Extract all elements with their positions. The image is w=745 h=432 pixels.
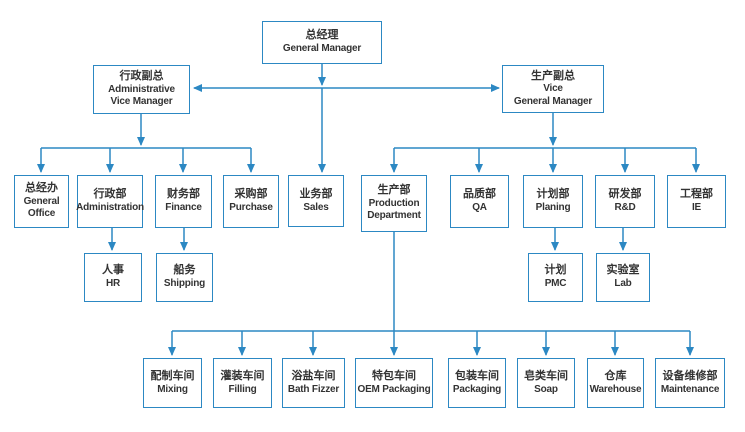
node-label-zh: 财务部 [167,188,200,201]
node-label-zh: 研发部 [608,188,642,201]
node-label-en: R&D [614,202,636,214]
node-label-en: Production Department [367,197,421,222]
node-label-zh: 生产部 [377,184,411,197]
node-label-en: QA [472,202,487,214]
node-label-zh: 业务部 [299,187,333,200]
node-vice-general-manager: 生产副总 Vice General Manager [502,65,604,113]
node-warehouse: 仓库 Warehouse [587,358,644,408]
node-label-en: OEM Packaging [357,383,431,395]
node-general-office: 总经办 General Office [14,175,69,228]
node-label-en: General Manager [282,43,362,55]
node-label-zh: 浴盐车间 [291,369,336,382]
node-label-zh: 灌装车间 [220,369,265,382]
node-lab: 实验室 Lab [596,253,650,302]
node-qa: 品质部 QA [450,175,509,228]
node-label-zh: 生产副总 [531,69,575,82]
node-label-en: HR [105,278,121,290]
node-label-en: PMC [544,278,567,290]
node-filling: 灌装车间 Filling [213,358,272,408]
node-label-zh: 工程部 [680,188,713,201]
node-mixing: 配制车间 Mixing [143,358,202,408]
node-label-zh: 行政副总 [119,70,164,83]
node-label-en: Finance [165,202,202,214]
node-label-en: Sales [303,201,329,213]
node-administration: 行政部 Administration [76,175,144,228]
node-label-en: IE [691,202,702,214]
node-label-zh: 船务 [173,264,196,277]
node-label-en: Soap [534,383,558,395]
node-label-zh: 品质部 [463,188,496,201]
node-hr: 人事 HR [84,253,142,302]
node-label-zh: 计划 [544,264,567,277]
node-label-en: Purchase [229,202,273,214]
node-label-en: Maintenance [660,383,720,395]
node-shipping: 船务 Shipping [156,253,213,302]
node-label-zh: 设备维修部 [662,369,718,382]
node-label-en: Bath Fizzer [287,383,340,395]
node-pmc: 计划 PMC [528,253,583,302]
node-label-zh: 计划部 [536,188,570,201]
node-label-en: General Office [23,195,60,220]
node-label-zh: 行政部 [93,188,127,201]
node-label-zh: 实验室 [606,264,640,277]
node-label-zh: 包装车间 [455,369,499,382]
node-planing: 计划部 Planing [523,175,583,228]
node-label-en: Mixing [157,383,188,395]
node-label-en: Vice General Manager [513,83,593,107]
node-sales: 业务部 Sales [288,175,344,227]
node-maintenance: 设备维修部 Maintenance [655,358,725,408]
node-finance: 财务部 Finance [155,175,212,228]
node-label-zh: 总经理 [305,29,339,42]
node-packaging: 包装车间 Packaging [448,358,506,408]
node-purchase: 采购部 Purchase [223,175,279,228]
node-label-zh: 配制车间 [150,369,195,382]
node-label-zh: 特包车间 [372,369,416,382]
node-oem-packaging: 特包车间 OEM Packaging [355,358,433,408]
node-label-en: Planing [535,202,571,214]
node-rd: 研发部 R&D [595,175,655,228]
node-bath-fizzer: 浴盐车间 Bath Fizzer [282,358,345,408]
node-label-zh: 人事 [102,264,124,277]
node-label-en: Warehouse [589,383,642,395]
node-label-en: Administration [76,202,144,214]
node-administrative-vice-manager: 行政副总 Administrative Vice Manager [93,65,190,114]
node-label-en: Lab [614,278,632,290]
node-ie: 工程部 IE [667,175,726,228]
node-label-en: Administrative Vice Manager [108,83,175,108]
node-label-zh: 仓库 [604,369,627,382]
node-label-en: Packaging [452,383,502,395]
node-general-manager: 总经理 General Manager [262,21,382,64]
node-label-en: Shipping [163,278,206,290]
node-label-zh: 皂类车间 [524,369,568,382]
node-label-en: Filling [228,383,257,395]
node-production-department: 生产部 Production Department [361,175,427,232]
node-label-zh: 总经办 [25,182,58,195]
node-label-zh: 采购部 [234,188,268,201]
node-soap: 皂类车间 Soap [517,358,575,408]
